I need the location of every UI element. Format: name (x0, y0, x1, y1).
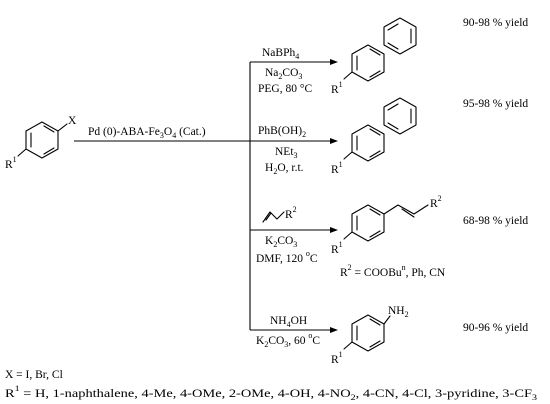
r2-definition: R2 = COOBun, Ph, CN (340, 263, 446, 279)
svg-text:R1: R1 (331, 240, 343, 256)
svg-text:Na2CO3: Na2CO3 (265, 67, 302, 81)
yield-1: 90-98 % yield (463, 17, 528, 29)
svg-text:K2CO3, 60 oC: K2CO3, 60 oC (256, 331, 320, 349)
svg-text:K2CO3: K2CO3 (265, 235, 297, 249)
svg-text:PEG, 80 °C: PEG, 80 °C (258, 83, 312, 95)
svg-text:R2: R2 (430, 194, 442, 210)
product-aniline: NH2 R1 (331, 305, 409, 366)
svg-text:R1: R1 (331, 350, 343, 366)
branch-arrow-3 (250, 227, 338, 233)
svg-text:R2: R2 (285, 205, 297, 221)
conditions-4: NH4OH K2CO3, 60 oC (256, 315, 320, 349)
catalyst-label: Pd (0)-ABA-Fe3O4 (Cat.) (88, 126, 206, 140)
branch-arrow-4 (250, 327, 338, 333)
conditions-2: PhB(OH)2 NEt3 H2O, r.t. (258, 125, 306, 176)
yield-4: 90-96 % yield (463, 322, 528, 334)
svg-text:NEt3: NEt3 (275, 146, 298, 160)
conditions-3: R2 K2CO3 DMF, 120 oC (256, 205, 318, 265)
svg-text:PhB(OH)2: PhB(OH)2 (258, 125, 306, 139)
alkene-reagent (262, 211, 285, 223)
conditions-1: NaBPh4 Na2CO3 PEG, 80 °C (258, 47, 312, 95)
svg-text:R1: R1 (331, 160, 343, 176)
yield-2: 95-98 % yield (463, 98, 528, 110)
yield-3: 68-98 % yield (463, 215, 528, 227)
product-biphenyl-1: R1 (331, 17, 417, 96)
x-definition: X = I, Br, Cl (5, 369, 63, 381)
svg-text:NaBPh4: NaBPh4 (262, 47, 299, 61)
product-biphenyl-2: R1 (331, 97, 417, 176)
branch-arrow-2 (250, 138, 338, 144)
svg-text:NH4OH: NH4OH (270, 315, 307, 329)
product-styrene: R2 R1 (331, 194, 442, 256)
halide-label: X (68, 115, 77, 127)
starting-aryl-halide: X R1 (5, 115, 77, 171)
svg-text:DMF, 120 oC: DMF, 120 oC (256, 249, 318, 265)
svg-text:R1: R1 (331, 80, 343, 96)
r1-label: R1 (5, 155, 17, 171)
branch-arrow-1 (250, 59, 338, 65)
svg-text:H2O, r.t.: H2O, r.t. (265, 162, 304, 176)
svg-text:NH2: NH2 (388, 305, 409, 319)
